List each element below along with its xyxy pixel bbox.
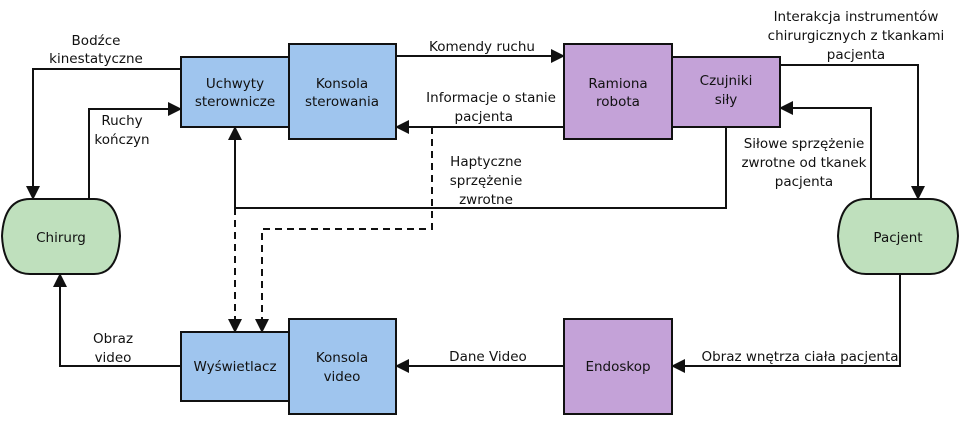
edge-label: Siłowe sprzężenie — [744, 136, 865, 152]
label-obraz-wnetrza: Obraz wnętrza ciała pacjenta — [701, 349, 898, 365]
label-bodzce: Bodźce kinestatyczne — [49, 33, 143, 67]
node-konsola-video: Konsola video — [288, 318, 397, 415]
edge-label: Dane Video — [449, 349, 527, 365]
edge-label: Obraz — [93, 331, 133, 347]
node-chirurg: Chirurg — [0, 198, 122, 275]
edge-silowe — [779, 101, 872, 199]
label-ruchy: Ruchy kończyn — [94, 113, 149, 148]
node-endoskop: Endoskop — [563, 318, 673, 415]
edge-interakcja — [780, 64, 925, 200]
edge-label: Obraz wnętrza ciała pacjenta — [701, 349, 898, 365]
label-interakcja: Interakcja instrumentów chirurgicznych z… — [768, 9, 945, 63]
node-wyswietlacz: Wyświetlacz — [180, 331, 290, 402]
label-silowe: Siłowe sprzężenie zwrotne od tkanek pacj… — [741, 136, 866, 190]
node-label: Czujniki — [700, 73, 753, 89]
node-pacjent: Pacjent — [836, 198, 960, 275]
edge-label: Interakcja instrumentów — [774, 9, 939, 25]
edge-obraz-video — [53, 273, 181, 367]
label-dane-video: Dane Video — [449, 349, 527, 365]
node-czujniki: Czujniki siły — [671, 56, 781, 128]
edge-label: zwrotne od tkanek — [741, 155, 866, 171]
node-ramiona: Ramiona robota — [563, 43, 673, 140]
edge-label: Bodźce — [72, 33, 121, 49]
node-uchwyty: Uchwyty sterownicze — [180, 56, 290, 128]
node-label: Uchwyty — [206, 76, 264, 92]
edge-ruchy — [88, 102, 182, 199]
label-obraz-video: Obraz video — [93, 331, 133, 366]
label-komendy: Komendy ruchu — [429, 39, 535, 55]
node-label: Pacjent — [873, 230, 922, 246]
node-label: Endoskop — [585, 359, 650, 375]
node-label: siły — [715, 92, 738, 108]
edge-label: Ruchy — [101, 113, 142, 129]
edge-label: pacjenta — [827, 47, 885, 63]
edge-label: pacjenta — [455, 109, 513, 125]
node-label: Konsola — [316, 76, 368, 92]
edge-label: Informacje o stanie — [426, 90, 556, 106]
node-label: video — [324, 369, 361, 385]
node-label: robota — [596, 94, 640, 110]
edge-label: sprzężenie — [450, 173, 523, 189]
edge-label: kinestatyczne — [49, 51, 143, 67]
edge-bodzce — [26, 68, 181, 200]
edge-label: chirurgicznych z tkankami — [768, 28, 945, 44]
edge-label: zwrotne — [459, 192, 513, 208]
edge-haptyczne-dashed — [255, 127, 433, 333]
node-konsola-sterowania: Konsola sterowania — [288, 43, 397, 140]
node-label: Chirurg — [36, 230, 86, 246]
node-label: Ramiona — [588, 76, 647, 92]
edge-label: pacjenta — [775, 174, 833, 190]
edge-label: Haptyczne — [450, 154, 522, 170]
label-haptyczne: Haptyczne sprzężenie zwrotne — [450, 154, 523, 208]
edge-label: Komendy ruchu — [429, 39, 535, 55]
node-label: Konsola — [316, 350, 368, 366]
node-label: Wyświetlacz — [193, 359, 276, 375]
label-informacje: Informacje o stanie pacjenta — [426, 90, 556, 125]
edge-label: kończyn — [94, 132, 149, 148]
edge-force-to-handles — [228, 126, 727, 209]
edge-obraz-wnetrza — [671, 274, 901, 373]
edge-label: video — [95, 350, 132, 366]
node-label: sterownicze — [195, 94, 275, 110]
node-label: sterowania — [305, 94, 379, 110]
